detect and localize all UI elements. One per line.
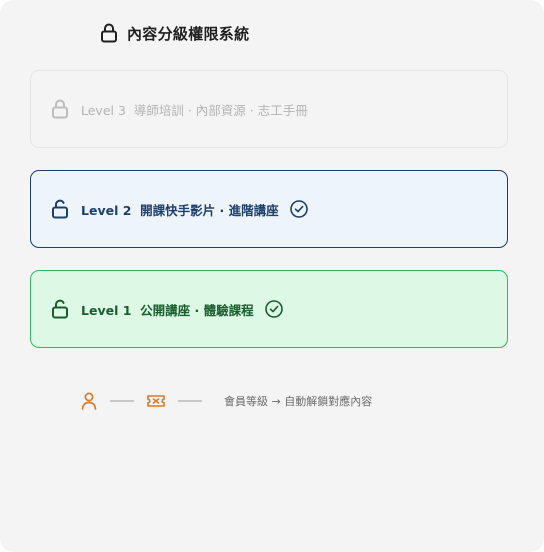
- panel-title: 內容分級權限系統: [127, 24, 250, 43]
- level-card-text: Level 3 導師培訓 · 內部資源 · 志工手冊: [81, 100, 308, 119]
- connector-line: [110, 400, 134, 402]
- user-icon: [80, 391, 98, 411]
- level-card-text: Level 1 公開講座 · 體驗課程: [81, 300, 254, 319]
- level-card-3[interactable]: Level 3 導師培訓 · 內部資源 · 志工手冊: [30, 70, 508, 148]
- level-content: 公開講座 · 體驗課程: [140, 302, 254, 318]
- level-content: 開課快手影片 · 進階講座: [140, 202, 279, 218]
- check-circle-icon: [289, 199, 309, 219]
- level-content: 導師培訓 · 內部資源 · 志工手冊: [133, 102, 308, 118]
- level-label: Level 3: [81, 102, 126, 118]
- check-circle-icon: [264, 299, 284, 319]
- level-card-1[interactable]: Level 1 公開講座 · 體驗課程: [30, 270, 508, 348]
- unlock-icon: [49, 298, 71, 320]
- connector-line: [178, 400, 202, 402]
- legend-text: 會員等級 → 自動解鎖對應內容: [224, 395, 373, 408]
- panel-header: 內容分級權限系統: [100, 22, 249, 44]
- unlock-legend: 會員等級 → 自動解鎖對應內容: [80, 390, 372, 412]
- level-card-2[interactable]: Level 2 開課快手影片 · 進階講座: [30, 170, 508, 248]
- level-card-text: Level 2 開課快手影片 · 進階講座: [81, 200, 279, 219]
- level-label: Level 1: [81, 302, 132, 318]
- unlock-icon: [49, 198, 71, 220]
- lock-icon: [100, 23, 118, 43]
- lock-icon: [49, 98, 71, 120]
- level-label: Level 2: [81, 202, 132, 218]
- ticket-icon: [146, 393, 166, 409]
